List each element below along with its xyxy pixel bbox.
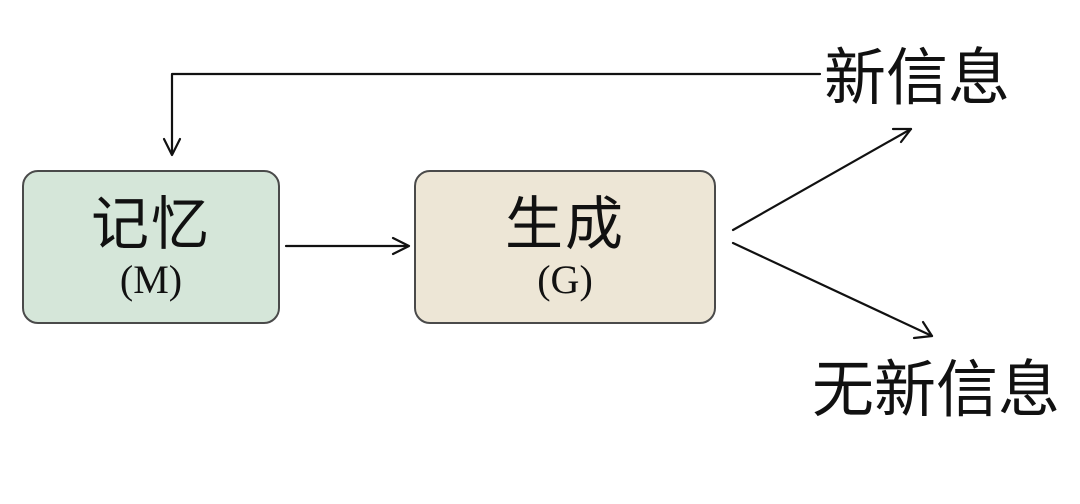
generation-to-new-info-arrow <box>731 127 913 232</box>
memory-node-title: 记忆 <box>90 190 211 258</box>
feedback-arrow <box>170 72 822 156</box>
generation-node-subtitle: (G) <box>537 257 593 302</box>
generation-to-no-new-info-arrow <box>731 241 934 338</box>
memory-to-generation-arrowhead <box>391 236 411 256</box>
no-new-info-label: 无新信息 <box>812 353 1061 426</box>
generation-to-no-new-info-arrowhead <box>912 320 934 340</box>
memory-node: 记忆 (M) <box>22 170 280 324</box>
new-info-label: 新信息 <box>824 41 1011 114</box>
feedback-arrowhead <box>162 137 182 157</box>
generation-node: 生成 (G) <box>414 170 716 324</box>
generation-node-title: 生成 <box>504 190 625 258</box>
memory-node-subtitle: (M) <box>119 257 183 302</box>
generation-to-new-info-arrowhead <box>891 127 913 144</box>
